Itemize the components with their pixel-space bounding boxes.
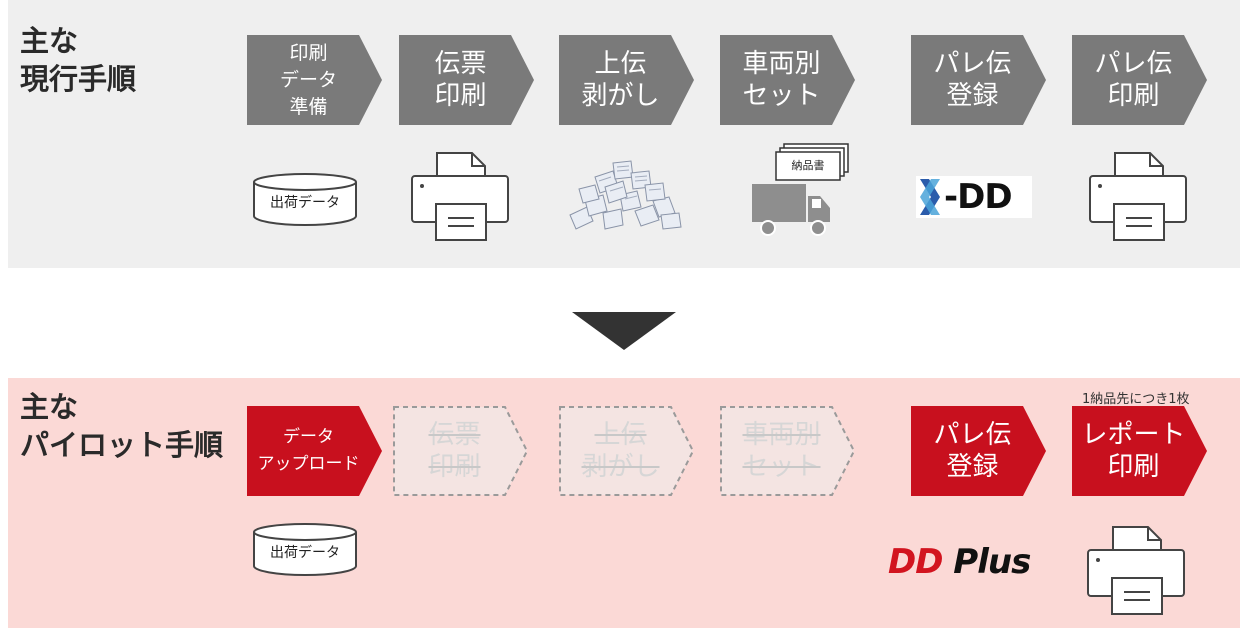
step-label: 伝票 印刷 — [428, 420, 481, 482]
step-label: データ アップロード — [257, 427, 360, 474]
step-label: 上伝 剥がし — [581, 49, 660, 111]
pilot-step-peel-top-slip-removed: 上伝 剥がし — [559, 406, 695, 496]
current-step-pallet-slip-print: パレ伝 印刷 — [1072, 35, 1207, 125]
dd-plus-logo: DD Plus — [888, 540, 1074, 586]
paper-pile-icon — [565, 155, 685, 235]
pilot-step-pallet-slip-register: パレ伝 登録 — [911, 406, 1046, 496]
database-label: 出荷データ — [270, 195, 340, 211]
pilot-step-data-upload: データ アップロード — [247, 406, 382, 496]
step-label: 伝票 印刷 — [434, 49, 487, 111]
step-label: 車両別 セット — [742, 420, 821, 482]
current-title-line1: 主な — [20, 24, 79, 58]
database-label: 出荷データ — [270, 545, 340, 561]
step-label: パレ伝 登録 — [933, 420, 1012, 482]
step-label: 印刷 データ 準備 — [279, 41, 337, 118]
pilot-procedure-title: 主な パイロット手順 — [20, 388, 223, 464]
x-dd-logo-text: -DD — [944, 177, 1013, 217]
step-label: 車両別 セット — [742, 49, 821, 111]
step-label: レポート 印刷 — [1081, 420, 1186, 482]
current-procedure-title: 主な 現行手順 — [20, 22, 136, 98]
pilot-step-vehicle-set-removed: 車両別 セット — [720, 406, 856, 496]
down-arrow-icon — [572, 312, 676, 350]
database-icon: 出荷データ — [250, 522, 360, 578]
pilot-step-slip-print-removed: 伝票 印刷 — [393, 406, 529, 496]
step-label: 上伝 剥がし — [581, 420, 660, 482]
current-step-peel-top-slip: 上伝 剥がし — [559, 35, 694, 125]
x-dd-logo: -DD — [916, 176, 1032, 218]
current-step-print-data-prep: 印刷 データ 準備 — [247, 35, 382, 125]
printer-icon — [1086, 524, 1186, 616]
delivery-truck-icon: 納品書 — [750, 142, 850, 238]
printer-icon — [410, 150, 510, 242]
delivery-slip-label: 納品書 — [791, 159, 825, 172]
database-icon: 出荷データ — [250, 172, 360, 228]
current-step-vehicle-set: 車両別 セット — [720, 35, 855, 125]
current-step-slip-print: 伝票 印刷 — [399, 35, 534, 125]
step-label: パレ伝 登録 — [933, 49, 1012, 111]
pilot-title-line2: パイロット手順 — [20, 428, 224, 462]
one-per-destination-note: 1納品先につき1枚 — [1082, 392, 1190, 407]
step-label: パレ伝 印刷 — [1094, 49, 1173, 111]
current-title-line2: 現行手順 — [20, 62, 137, 96]
printer-icon — [1088, 150, 1188, 242]
pilot-title-line1: 主な — [20, 390, 79, 424]
current-step-pallet-slip-register: パレ伝 登録 — [911, 35, 1046, 125]
pilot-step-report-print: レポート 印刷 — [1072, 406, 1207, 496]
dd-plus-logo-text: DD Plus — [888, 542, 1031, 582]
